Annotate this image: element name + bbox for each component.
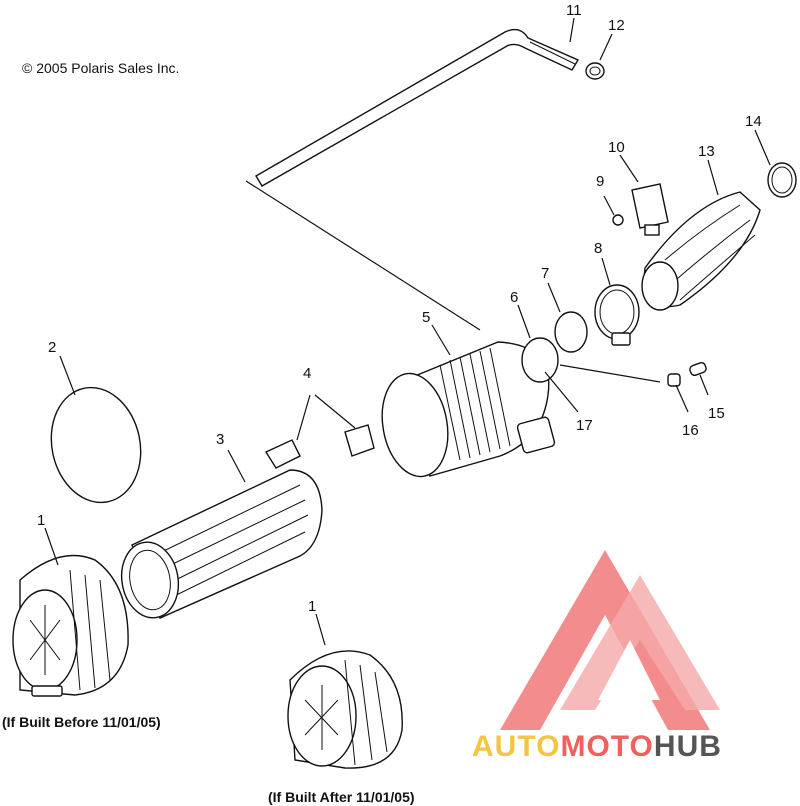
callout-5: 5: [422, 309, 430, 326]
cover-1-before: [12, 554, 129, 697]
callout-numbers: 1 1 2 3 4 5 6 7 8 9 10 11 12 13 14 15 16…: [37, 2, 762, 615]
watermark-hub: HUB: [654, 730, 722, 763]
callout-15: 15: [708, 405, 725, 422]
callout-9: 9: [596, 173, 604, 190]
callout-1-after: 1: [308, 598, 316, 615]
callout-12: 12: [608, 17, 625, 34]
copyright-text: © 2005 Polaris Sales Inc.: [22, 60, 179, 76]
gasket-2: [50, 386, 142, 504]
sensor-10: [631, 183, 669, 236]
callout-10: 10: [608, 139, 625, 156]
callout-6: 6: [510, 289, 518, 306]
watermark-auto: AUTO: [472, 730, 560, 763]
callout-3: 3: [216, 431, 224, 448]
o-ring-7: [554, 311, 588, 353]
screw-9: [612, 214, 624, 226]
callout-14: 14: [745, 113, 762, 130]
callout-17: 17: [576, 417, 593, 434]
callout-13: 13: [698, 143, 715, 160]
leader-17: [559, 364, 661, 383]
callout-16: 16: [682, 422, 699, 439]
callout-8: 8: [594, 240, 602, 257]
clamp-8: [594, 284, 640, 346]
clips-4: [264, 394, 375, 469]
hose-clamp-12: [585, 62, 605, 80]
clamp-14: [767, 162, 797, 198]
note-built-before: (If Built Before 11/01/05): [2, 714, 161, 730]
callout-2: 2: [48, 339, 56, 356]
watermark-moto: MOTO: [560, 730, 653, 763]
callout-4: 4: [303, 365, 311, 382]
callout-7: 7: [541, 265, 549, 282]
plug-15: [689, 361, 707, 377]
callout-leaders: [44, 17, 771, 646]
watermark-text: AUTOMOTOHUB: [472, 730, 722, 763]
cover-1-after: [287, 650, 403, 769]
airbox-housing-5: [381, 337, 559, 478]
leader-hose-housing: [245, 180, 481, 331]
callout-1-before: 1: [37, 512, 45, 529]
intake-boot-13: [641, 191, 761, 311]
note-built-after: (If Built After 11/01/05): [268, 789, 415, 805]
callout-11: 11: [566, 2, 582, 19]
breather-hose-11: [255, 28, 580, 187]
filter-element-3: [120, 469, 323, 619]
automotohub-logo: [500, 550, 720, 730]
plug-16: [667, 373, 681, 387]
